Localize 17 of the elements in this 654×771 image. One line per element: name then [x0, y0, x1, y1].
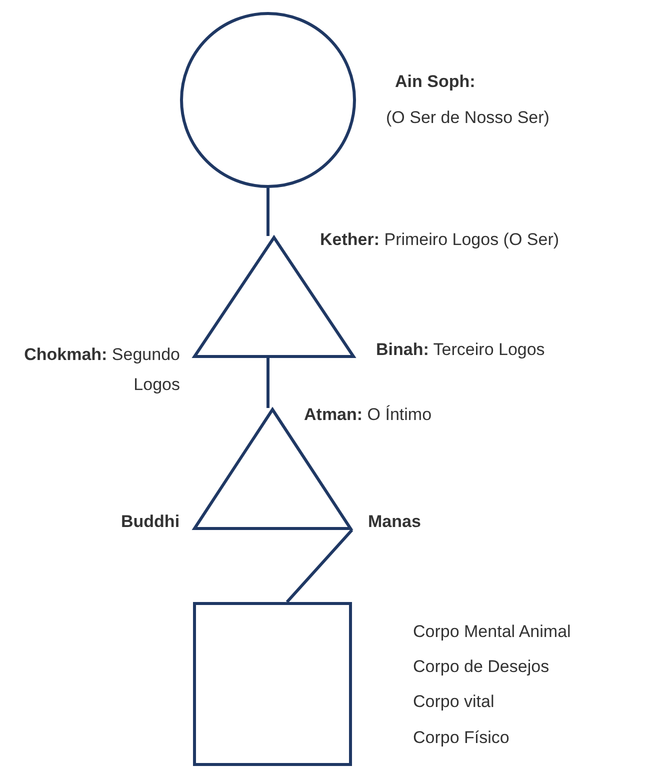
node-caption: (O Ser de Nosso Ser): [386, 108, 550, 128]
node-caption: Kether: Primeiro Logos (O Ser): [320, 230, 560, 250]
node-caption: Buddhi: [121, 512, 180, 532]
node-caption: Corpo vital: [413, 692, 494, 712]
node-caption: Corpo Físico: [413, 728, 510, 748]
square-shape: [193, 602, 352, 766]
node-caption: Corpo Mental Animal: [413, 622, 571, 642]
connector-line: [266, 188, 270, 236]
node-caption: Atman: O Íntimo: [304, 405, 432, 425]
node-caption: Chokmah: Segundo Logos: [23, 344, 180, 396]
connector-line: [286, 529, 354, 603]
node-caption: Corpo de Desejos: [413, 657, 550, 677]
node-caption: Binah: Terceiro Logos: [376, 340, 545, 360]
node-caption: Ain Soph:: [395, 72, 476, 92]
connector-line: [266, 358, 270, 408]
node-caption: Manas: [368, 512, 421, 532]
circle-shape: [180, 12, 356, 188]
